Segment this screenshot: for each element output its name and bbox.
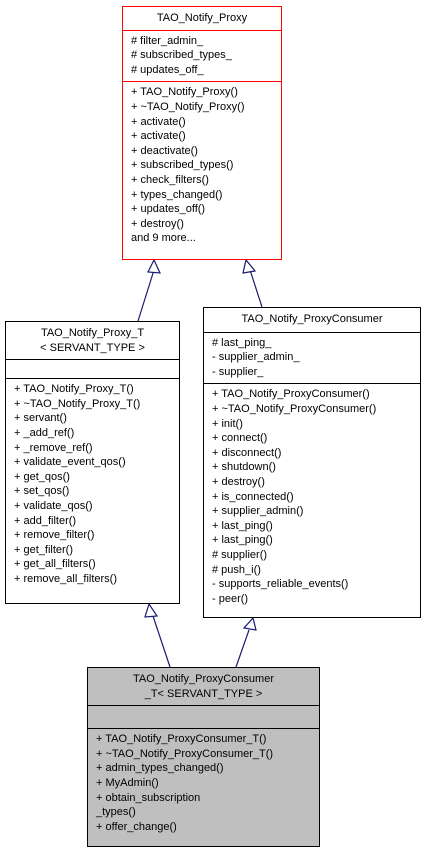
class-node-proxy-consumer[interactable]: TAO_Notify_ProxyConsumer # last_ping_ - … <box>203 307 421 618</box>
operation: + add_filter() <box>14 514 77 527</box>
operation: + shutdown() <box>212 461 276 474</box>
operation: + ~TAO_Notify_Proxy_T() <box>14 397 141 410</box>
edge-proxy-t-to-proxy <box>137 269 155 322</box>
class-title: TAO_Notify_ProxyConsumer <box>204 308 420 332</box>
operation: + get_all_filters() <box>14 558 96 571</box>
operation: + disconnect() <box>212 446 282 459</box>
operation: + last_ping() <box>212 534 273 547</box>
class-title: TAO_Notify_ProxyConsumer _T< SERVANT_TYP… <box>88 668 319 705</box>
operation: + deactivate() <box>131 144 198 157</box>
attribute: - supplier_admin_ <box>212 351 300 364</box>
operation: - supports_reliable_events() <box>212 578 349 591</box>
arrowhead-proxy-t <box>144 602 159 618</box>
edge-proxy-consumer-to-proxy <box>249 269 263 308</box>
operation: - peer() <box>212 592 249 605</box>
class-name: TAO_Notify_ProxyConsumer <box>132 673 274 685</box>
operation: + TAO_Notify_Proxy() <box>131 86 238 99</box>
attributes-section <box>6 359 179 378</box>
more-operations-link[interactable]: and 9 more... <box>131 232 196 245</box>
class-name: TAO_Notify_Proxy_T <box>40 327 145 339</box>
attribute: # last_ping_ <box>212 336 272 349</box>
operation: + is_connected() <box>212 490 294 503</box>
operation: # push_i() <box>212 563 261 576</box>
operation: + subscribed_types() <box>131 159 234 172</box>
operation: _types() <box>96 806 136 819</box>
arrowhead-proxy-consumer <box>242 616 257 631</box>
class-node-proxy-t[interactable]: TAO_Notify_Proxy_T < SERVANT_TYPE > + TA… <box>5 321 180 604</box>
operation: + destroy() <box>131 217 184 230</box>
class-title: TAO_Notify_Proxy <box>123 7 281 30</box>
class-node-proxy[interactable]: TAO_Notify_Proxy # filter_admin_ # subsc… <box>122 6 282 260</box>
operation: + offer_change() <box>96 820 177 833</box>
operation: + init() <box>212 417 243 430</box>
operation: + ~TAO_Notify_ProxyConsumer_T() <box>96 747 274 760</box>
operation: + validate_qos() <box>14 499 93 512</box>
class-node-proxy-consumer-t[interactable]: TAO_Notify_ProxyConsumer _T< SERVANT_TYP… <box>87 667 320 847</box>
operation: + supplier_admin() <box>212 505 304 518</box>
class-template-params: < SERVANT_TYPE > <box>40 341 145 354</box>
edge-consumer-t-to-proxy-consumer <box>235 629 250 668</box>
operation: + get_qos() <box>14 470 70 483</box>
operation: + connect() <box>212 432 268 445</box>
operation: + TAO_Notify_Proxy_T() <box>14 383 134 396</box>
attribute: # subscribed_types_ <box>131 49 232 62</box>
operations-section: + TAO_Notify_ProxyConsumer() + ~TAO_Noti… <box>204 383 420 610</box>
operation: + types_changed() <box>131 188 223 201</box>
attribute: # filter_admin_ <box>131 34 204 47</box>
operation: + ~TAO_Notify_Proxy() <box>131 100 245 113</box>
attributes-section <box>88 705 319 728</box>
operation: + activate() <box>131 130 186 143</box>
operation: + TAO_Notify_ProxyConsumer() <box>212 388 370 401</box>
operation: + updates_off() <box>131 203 206 216</box>
operation: + TAO_Notify_ProxyConsumer_T() <box>96 733 267 746</box>
operation: + destroy() <box>212 475 265 488</box>
operation: + _add_ref() <box>14 426 75 439</box>
operation: + validate_event_qos() <box>14 456 126 469</box>
arrowhead-proxy <box>147 258 161 274</box>
operation: + activate() <box>131 115 186 128</box>
attributes-section: # filter_admin_ # subscribed_types_ # up… <box>123 29 281 82</box>
edge-consumer-t-to-proxy-t <box>152 615 171 668</box>
operation: + _remove_ref() <box>14 441 93 454</box>
operation: + get_filter() <box>14 543 73 556</box>
operation: + servant() <box>14 412 67 425</box>
class-title: TAO_Notify_Proxy_T < SERVANT_TYPE > <box>6 322 179 359</box>
class-name: TAO_Notify_Proxy <box>156 12 248 24</box>
operation: + remove_all_filters() <box>14 572 118 585</box>
operation: + last_ping() <box>212 519 273 532</box>
attribute: - supplier_ <box>212 365 264 378</box>
operation: + set_qos() <box>14 485 70 498</box>
class-template-params: _T< SERVANT_TYPE > <box>144 687 263 700</box>
attribute: # updates_off_ <box>131 63 204 76</box>
operation: + remove_filter() <box>14 529 95 542</box>
operation: + check_filters() <box>131 173 209 186</box>
operation: + admin_types_changed() <box>96 762 224 775</box>
operation: + MyAdmin() <box>96 776 159 789</box>
operation: + obtain_subscription <box>96 791 201 804</box>
operation: # supplier() <box>212 548 268 561</box>
operations-section: + TAO_Notify_Proxy_T() + ~TAO_Notify_Pro… <box>6 378 179 590</box>
attributes-section: # last_ping_ - supplier_admin_ - supplie… <box>204 331 420 384</box>
operations-section: + TAO_Notify_ProxyConsumer_T() + ~TAO_No… <box>88 728 319 838</box>
class-name: TAO_Notify_ProxyConsumer <box>241 313 383 325</box>
operation: + ~TAO_Notify_ProxyConsumer() <box>212 402 377 415</box>
arrowhead-proxy-2 <box>242 258 257 274</box>
operations-section: + TAO_Notify_Proxy() + ~TAO_Notify_Proxy… <box>123 81 281 250</box>
